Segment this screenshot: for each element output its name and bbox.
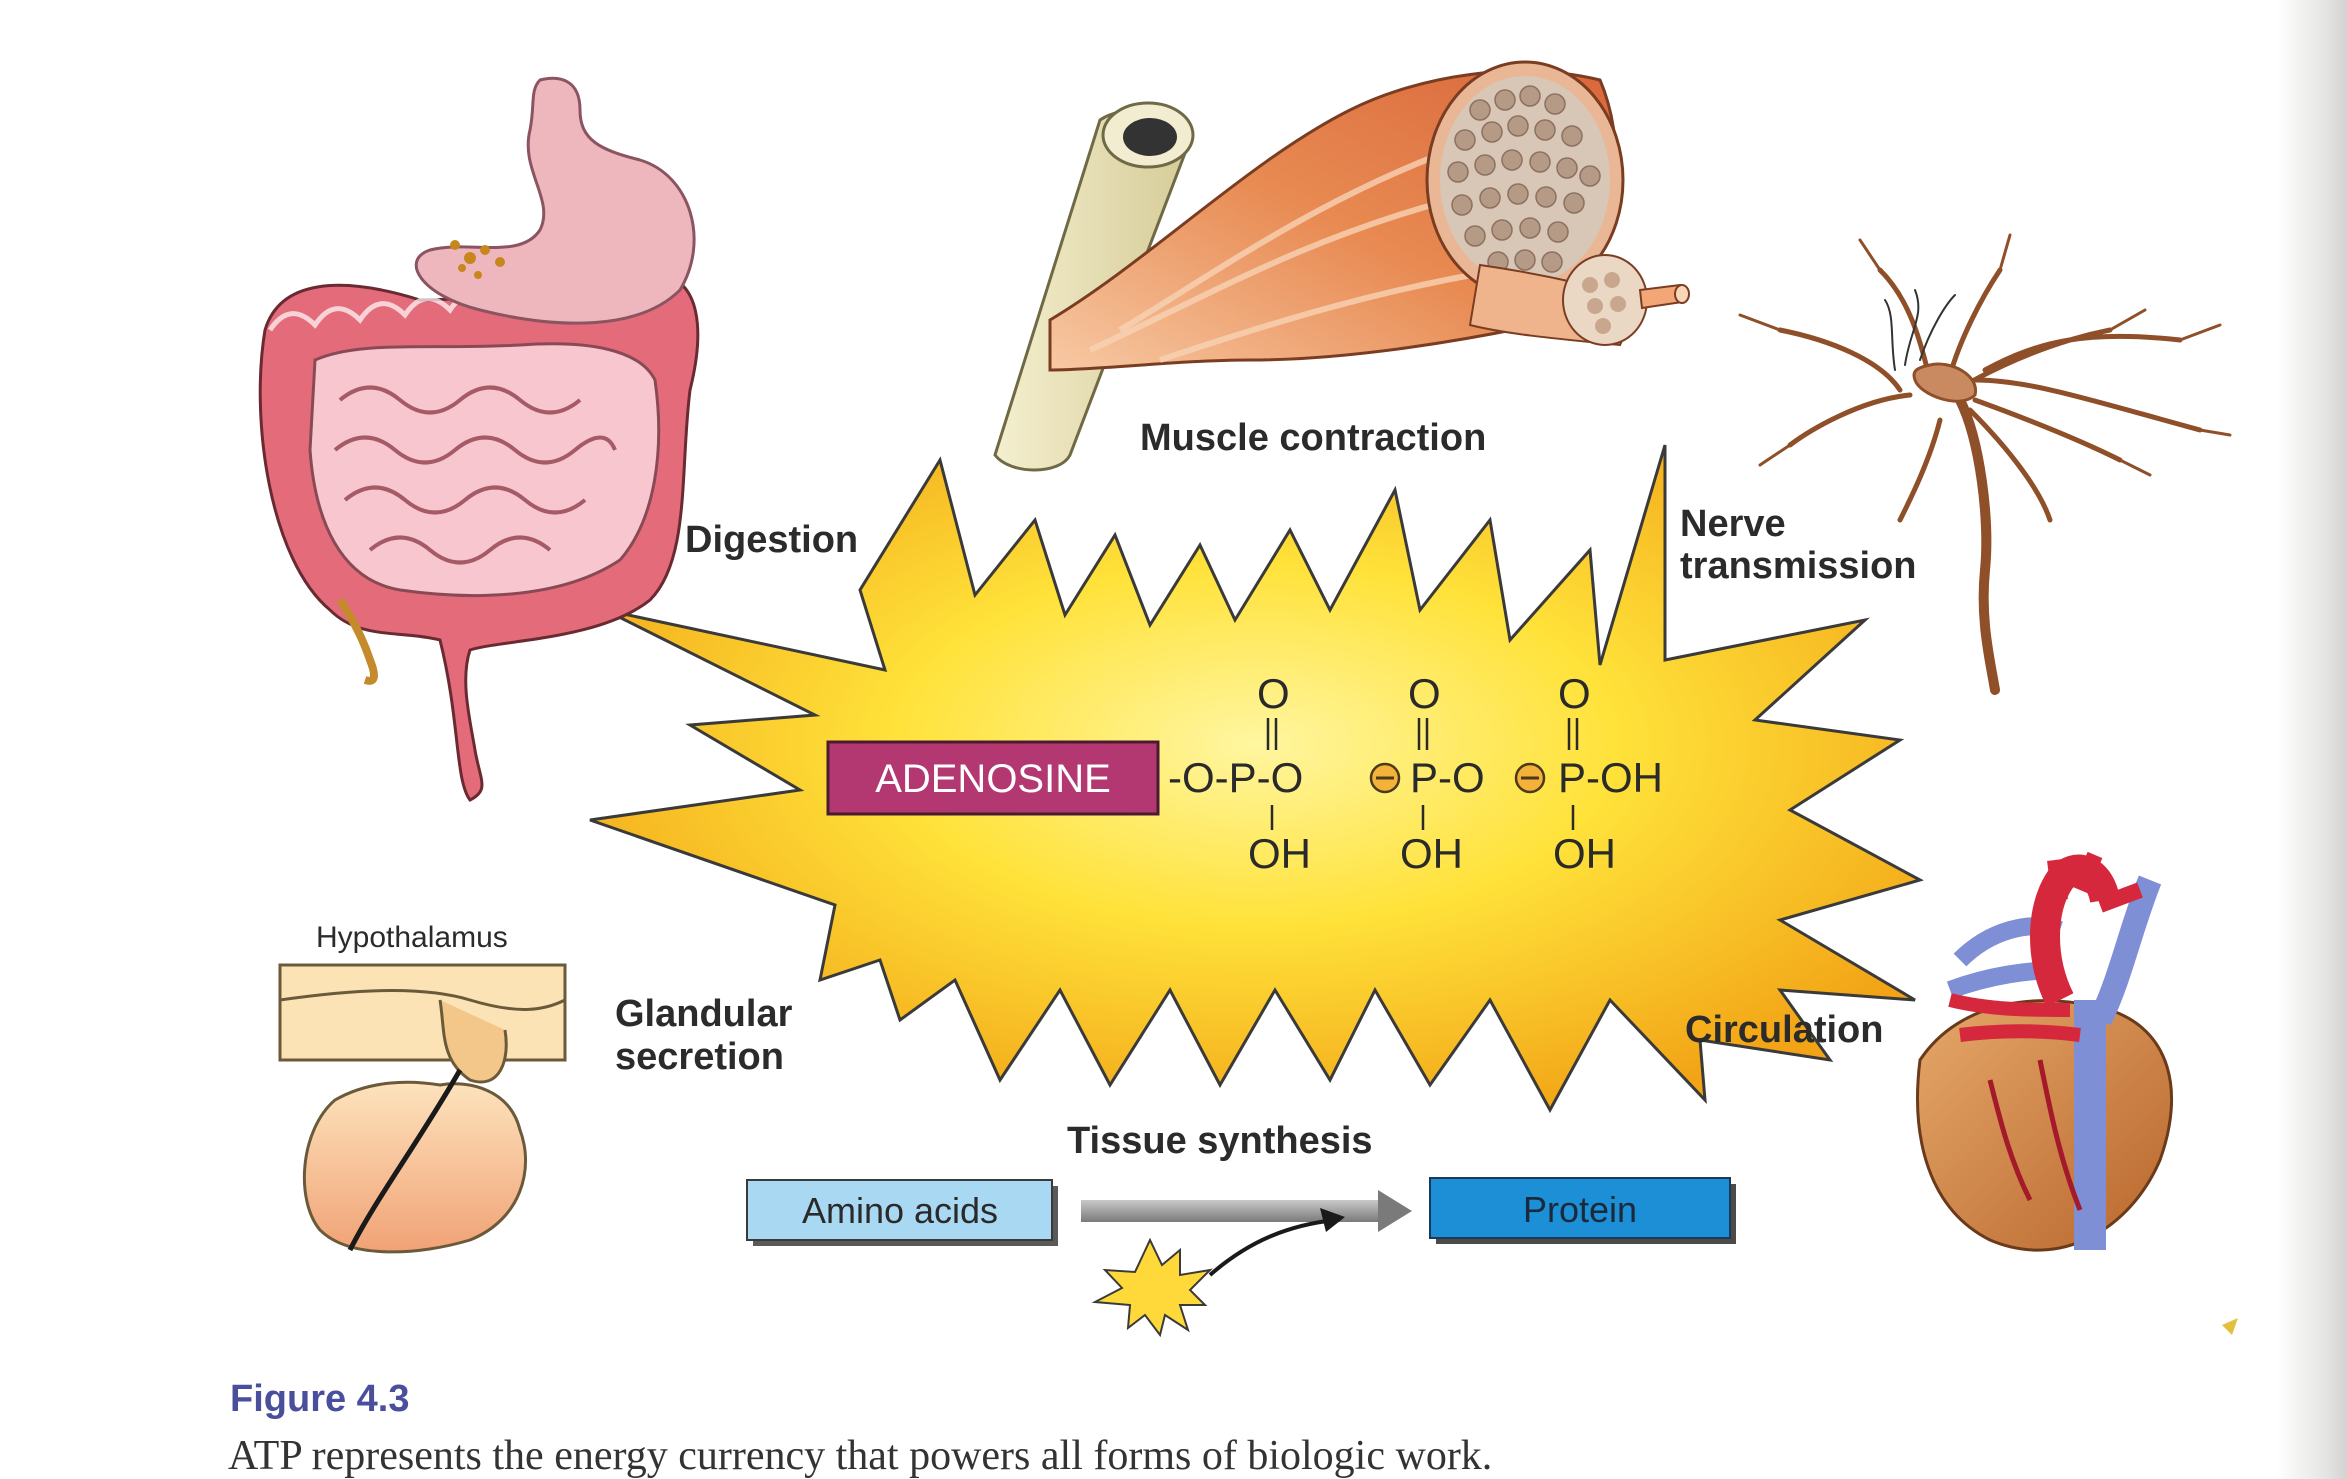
amino-acids-box bbox=[746, 1179, 1053, 1241]
synthesis-arrow bbox=[1081, 1200, 1381, 1222]
page-edge-shadow bbox=[2277, 0, 2347, 1479]
heart-illustration bbox=[1916, 851, 2173, 1252]
synthesis-arrowhead bbox=[1378, 1190, 1412, 1232]
energy-arrow bbox=[1208, 1218, 1336, 1277]
protein-text: Protein bbox=[1523, 1189, 1637, 1230]
label-hypothalamus: Hypothalamus bbox=[316, 921, 508, 954]
phosphate-3-hydroxyl: OH bbox=[1553, 830, 1616, 877]
adenosine-text: ADENOSINE bbox=[875, 757, 1111, 801]
protein-box bbox=[1429, 1177, 1731, 1239]
phosphate-1-oxygen: O bbox=[1257, 670, 1290, 717]
label-tissue-synthesis: Tissue synthesis bbox=[1067, 1120, 1373, 1162]
stray-mark bbox=[2222, 1318, 2238, 1335]
label-transmission: transmission bbox=[1680, 545, 1917, 587]
label-glandular: Glandular bbox=[615, 993, 793, 1035]
muscle-illustration bbox=[993, 60, 1690, 472]
label-nerve: Nerve bbox=[1680, 503, 1786, 545]
amino-acids-text: Amino acids bbox=[802, 1190, 998, 1231]
atp-molecule: ADENOSINE -O-P-O P-O P-OH O O O OH OH OH bbox=[826, 670, 1663, 877]
neuron-illustration bbox=[1738, 233, 2232, 695]
label-digestion: Digestion bbox=[685, 519, 858, 561]
small-energy-burst bbox=[1091, 1237, 1213, 1338]
pituitary-gland-illustration bbox=[278, 963, 567, 1254]
figure-title: Figure 4.3 bbox=[230, 1378, 410, 1420]
digestive-system-illustration bbox=[258, 76, 700, 802]
phosphate-3-oxygen: O bbox=[1558, 670, 1591, 717]
phosphate-chain-middle: P-O bbox=[1410, 754, 1485, 801]
phosphate-2-hydroxyl: OH bbox=[1400, 830, 1463, 877]
label-muscle-contraction: Muscle contraction bbox=[1140, 417, 1486, 459]
atp-energy-burst bbox=[589, 444, 1924, 1114]
label-circulation: Circulation bbox=[1685, 1009, 1883, 1051]
label-secretion: secretion bbox=[615, 1036, 784, 1078]
phosphate-1-hydroxyl: OH bbox=[1248, 830, 1311, 877]
phosphate-chain-end: P-OH bbox=[1558, 754, 1663, 801]
adenosine-box bbox=[826, 740, 1160, 816]
phosphate-2-oxygen: O bbox=[1408, 670, 1441, 717]
phosphate-chain-start: -O-P-O bbox=[1168, 754, 1303, 801]
tissue-synthesis-row: Amino acids Protein bbox=[746, 1177, 1736, 1338]
figure-caption: ATP represents the energy currency that … bbox=[228, 1433, 1493, 1479]
